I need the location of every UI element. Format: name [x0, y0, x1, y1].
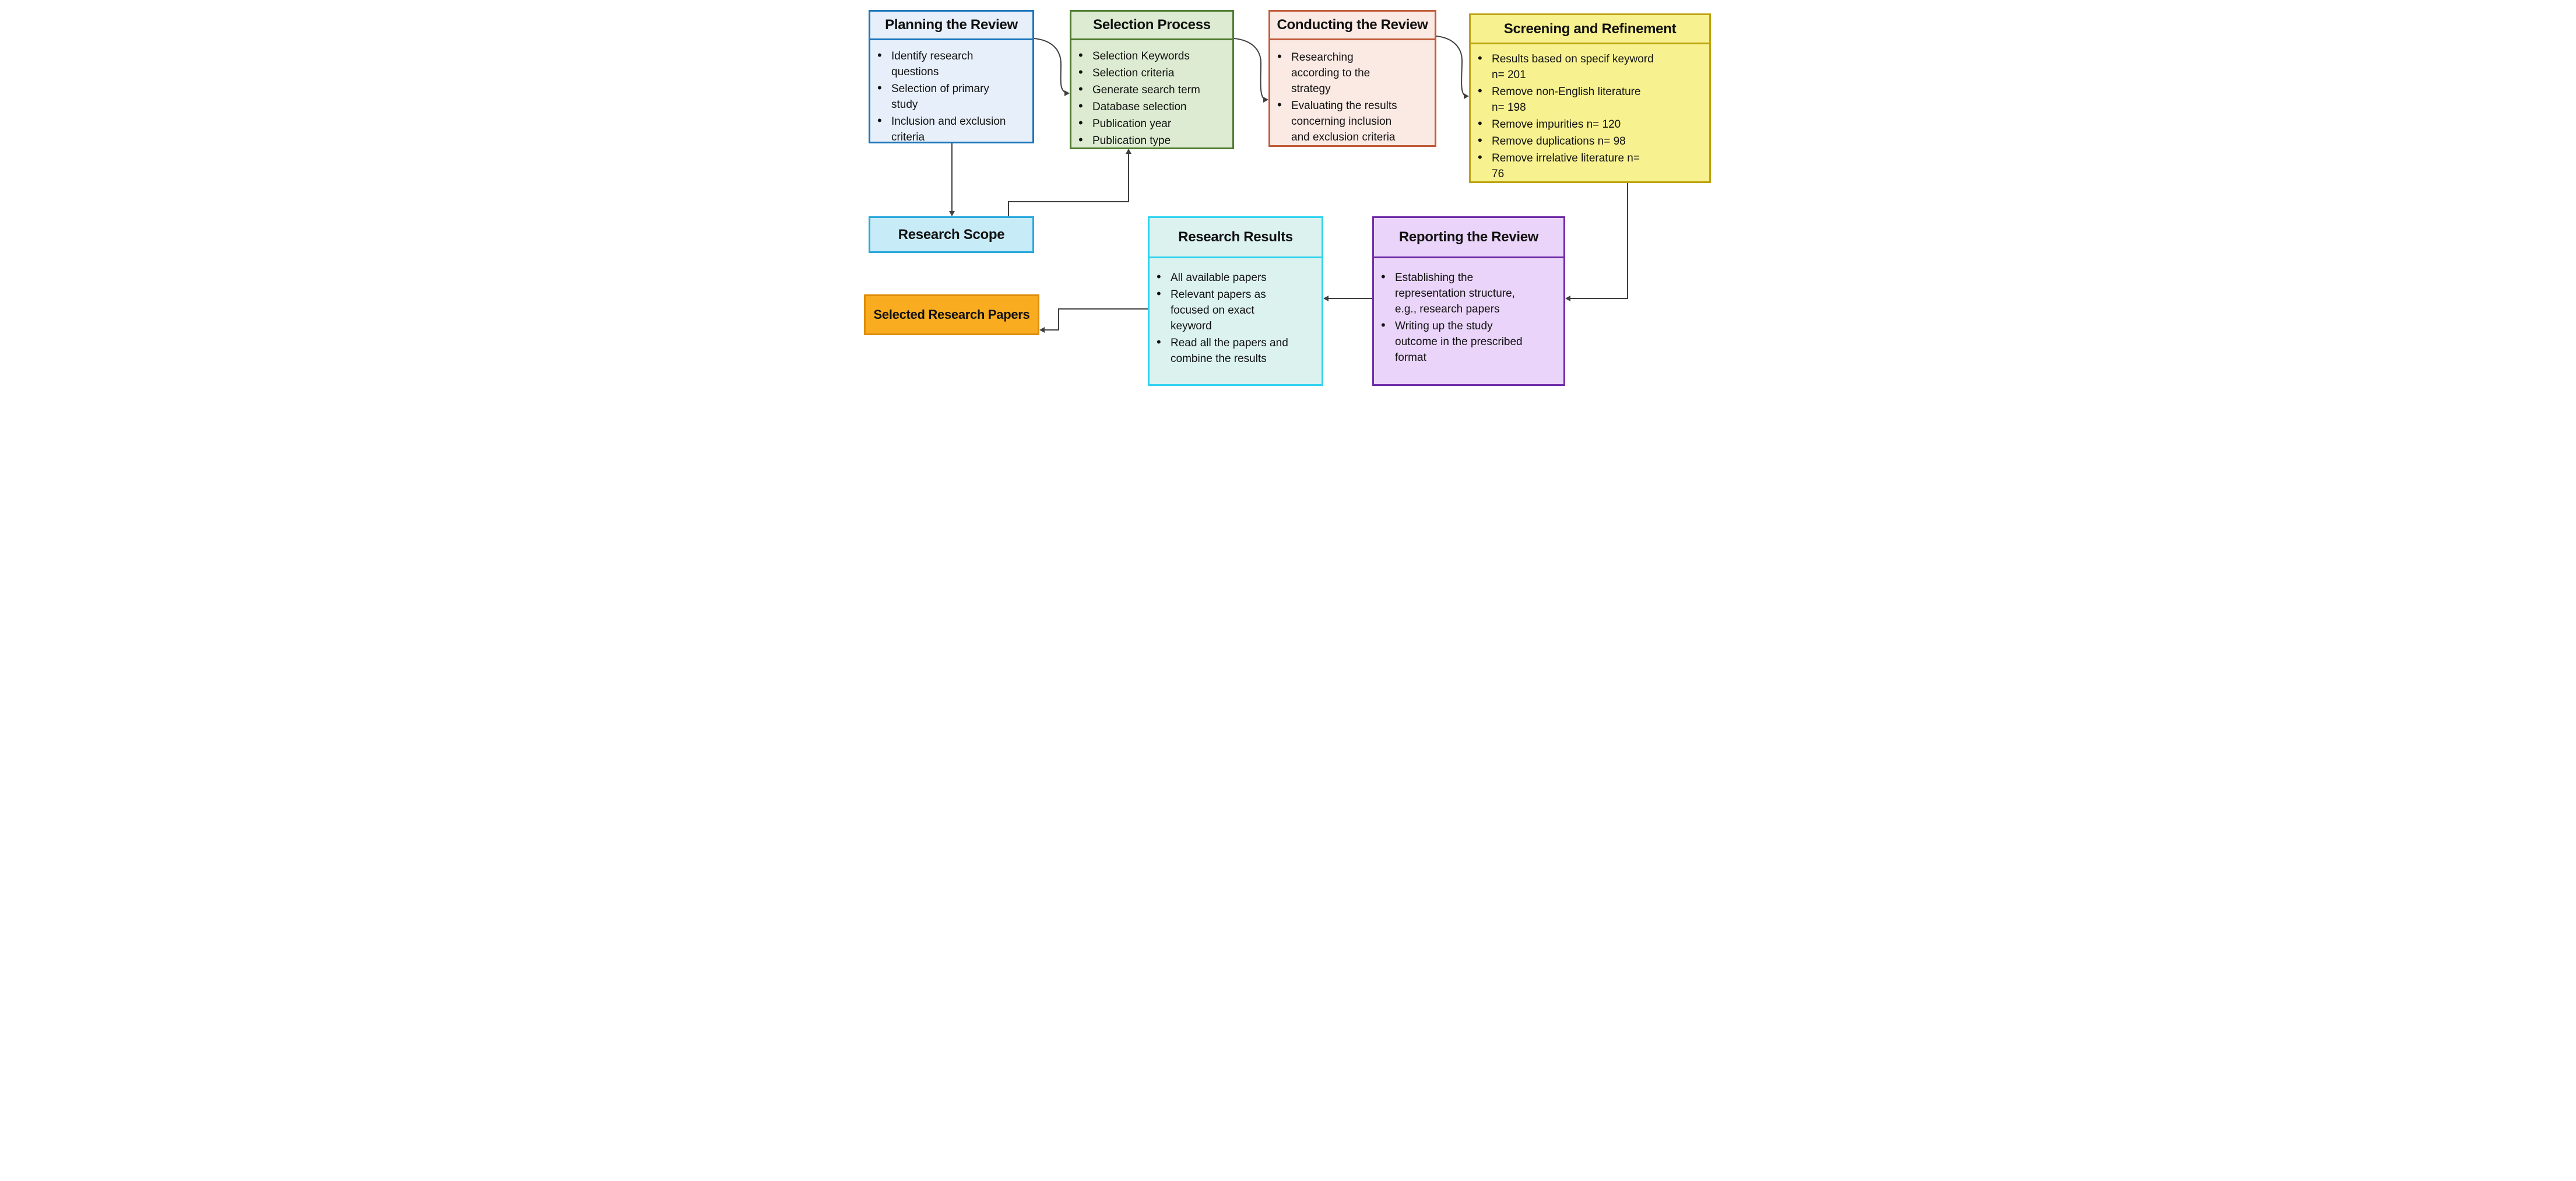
arrow-planning-to-selection-process: [1034, 38, 1066, 93]
bullet-item: Remove irrelative literature n= 76: [1478, 149, 1706, 182]
bullet-item: Relevant papers as focused on exact keyw…: [1157, 286, 1318, 334]
bullet-item: Remove impurities n= 120: [1478, 115, 1706, 132]
node-title: Reporting the Review: [1374, 218, 1563, 258]
node-bullet-list: Identify research questionsSelection of …: [870, 40, 1032, 145]
arrowhead-screening-to-reporting: [1565, 296, 1570, 301]
arrowhead-reporting-to-research-results: [1323, 296, 1329, 301]
bullet-item: Publication year: [1078, 115, 1229, 132]
arrow-research-scope-to-selection-process: [1008, 153, 1129, 216]
bullet-item: Database selection: [1078, 98, 1229, 115]
arrow-research-results-to-selected-papers: [1043, 308, 1148, 331]
node-bullet-list: Selection KeywordsSelection criteriaGene…: [1071, 40, 1232, 149]
node-title: Selected Research Papers: [873, 307, 1030, 322]
node-selection-process: Selection Process Selection KeywordsSele…: [1070, 10, 1234, 149]
bullet-item: Inclusion and exclusion criteria: [877, 113, 1029, 145]
bullet-item: Evaluating the results concerning inclus…: [1277, 97, 1431, 145]
node-planning: Planning the Review Identify research qu…: [869, 10, 1034, 143]
arrowhead-conducting-to-screening: [1464, 93, 1469, 99]
bullet-item: Generate search term: [1078, 81, 1229, 98]
node-reporting: Reporting the Review Establishing the re…: [1372, 216, 1565, 386]
node-title: Screening and Refinement: [1471, 15, 1709, 44]
bullet-item: Selection Keywords: [1078, 47, 1229, 64]
node-research-results: Research Results All available papersRel…: [1148, 216, 1323, 386]
bullet-item: Publication type: [1078, 132, 1229, 149]
node-title: Planning the Review: [870, 12, 1032, 40]
bullet-item: Identify research questions: [877, 47, 1029, 80]
arrowhead-selection-process-to-conducting: [1263, 97, 1268, 103]
node-conducting: Conducting the Review Researching accord…: [1268, 10, 1436, 147]
node-bullet-list: Establishing the representation structur…: [1374, 258, 1563, 365]
node-title: Research Results: [1150, 218, 1322, 258]
node-bullet-list: Researching according to the strategyEva…: [1270, 40, 1435, 145]
node-screening: Screening and Refinement Results based o…: [1469, 13, 1711, 183]
bullet-item: Selection of primary study: [877, 80, 1029, 113]
bullet-item: Selection criteria: [1078, 64, 1229, 81]
arrow-conducting-to-screening: [1436, 36, 1466, 96]
review-process-flowchart: Planning the Review Identify research qu…: [859, 0, 1717, 393]
node-bullet-list: Results based on specif keyword n= 201Re…: [1471, 44, 1709, 182]
node-title: Conducting the Review: [1270, 12, 1435, 40]
bullet-item: All available papers: [1157, 269, 1318, 286]
bullet-item: Results based on specif keyword n= 201: [1478, 50, 1706, 83]
node-research-scope: Research Scope: [869, 216, 1034, 253]
arrowhead-planning-to-research-scope: [949, 211, 955, 216]
arrowhead-research-results-to-selected-papers: [1039, 327, 1045, 333]
bullet-item: Remove duplications n= 98: [1478, 132, 1706, 149]
arrow-screening-to-reporting: [1569, 183, 1628, 299]
arrowhead-research-scope-to-selection-process: [1126, 149, 1131, 154]
bullet-item: Remove non-English literature n= 198: [1478, 83, 1706, 115]
bullet-item: Writing up the study outcome in the pres…: [1381, 317, 1560, 365]
node-selected-papers: Selected Research Papers: [864, 294, 1039, 335]
node-title: Selection Process: [1071, 12, 1232, 40]
node-bullet-list: All available papersRelevant papers as f…: [1150, 258, 1322, 367]
bullet-item: Read all the papers and combine the resu…: [1157, 334, 1318, 367]
bullet-item: Researching according to the strategy: [1277, 48, 1431, 97]
node-title: Research Scope: [898, 226, 1005, 242]
arrowhead-planning-to-selection-process: [1064, 90, 1070, 96]
bullet-item: Establishing the representation structur…: [1381, 269, 1560, 317]
arrow-selection-process-to-conducting: [1233, 38, 1265, 100]
